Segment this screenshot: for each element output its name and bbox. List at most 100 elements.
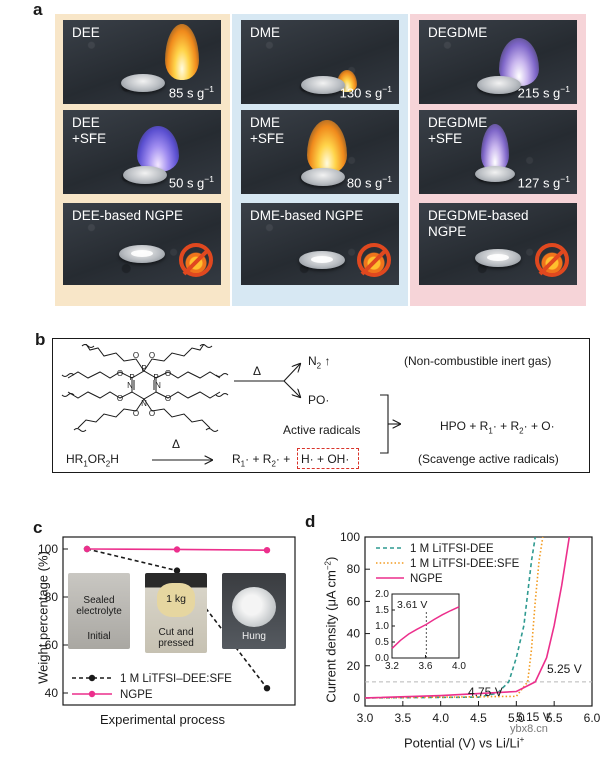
atom-o: O [133, 409, 139, 418]
photo-label: DME-based NGPE [250, 208, 364, 223]
annotation-5-25v: 5.25 V [547, 662, 582, 676]
photo-text: Sealed electrolyte [76, 595, 122, 617]
panel-letter-b: b [35, 330, 46, 349]
sfe-molecule-structure: O O P N N N O O P P O O O O [61, 344, 229, 432]
photo-sealed-electrolyte: Sealed electrolyte Initial [68, 573, 130, 649]
x-tick-label: 4.5 [470, 711, 487, 725]
series-line-0 [364, 536, 537, 699]
y-tick-label: 40 [45, 686, 59, 700]
photo-dme-ngpe: DME-based NGPE [241, 203, 399, 285]
atom-o: O [117, 369, 123, 378]
atom-o: O [165, 394, 171, 403]
photo-dme: DME 130 s g−1 [241, 20, 399, 104]
annotation-5-15v: 5.15 V [516, 710, 551, 724]
x-tick-label: 4.0 [432, 711, 449, 725]
atom-o: O [117, 394, 123, 403]
photo-label: DEE [72, 25, 100, 40]
delta-symbol-top: Δ [253, 364, 262, 378]
inset-y-tick-label: 0.0 [375, 653, 389, 664]
burn-time: 50 s g−1 [168, 173, 214, 190]
inset-x-tick-label: 3.6 [419, 661, 433, 672]
legend-label: NGPE [410, 573, 443, 585]
watermark: ybx8.cn [510, 723, 548, 735]
panel-letter-c: c [33, 518, 43, 537]
atom-o: O [165, 369, 171, 378]
panel-letter-d: d [305, 512, 316, 531]
panel-letter-a: a [33, 0, 43, 19]
legend-label: 1 M LiTFSI-DEE [410, 543, 494, 555]
data-point [263, 547, 271, 554]
inset-frame [391, 593, 460, 659]
photo-caption: Initial [87, 631, 111, 642]
inset-annotation-3-61v: 3.61 V [397, 599, 427, 611]
photo-degdme: DEGDME 215 s g−1 [419, 20, 577, 104]
photo-label: DME [250, 25, 280, 40]
reaction-scheme-box [52, 338, 590, 473]
y-tick-label: 80 [45, 590, 59, 604]
photo-label: DEGDME +SFE [428, 115, 488, 146]
inset-y-tick-label: 1.5 [375, 605, 389, 616]
y-tick-label: 100 [340, 530, 360, 544]
atom-p: P [141, 364, 146, 373]
atom-n: N [155, 381, 161, 390]
photo-degdme-ngpe: DEGDME-based NGPE [419, 203, 577, 285]
panel-d-xlabel: Potential (V) vs Li/Li+ [404, 735, 525, 751]
atom-n: N [141, 399, 147, 408]
atom-p: P [153, 373, 158, 382]
legend-label: NGPE [120, 689, 153, 701]
burn-time: 85 s g−1 [168, 83, 214, 100]
inset-y-tick-label: 1.0 [375, 621, 389, 632]
data-point [263, 685, 271, 692]
photo-label: DEE-based NGPE [72, 208, 184, 223]
plot-frame [62, 536, 296, 706]
photo-label: DEE +SFE [72, 115, 107, 146]
legend-label: 1 M LiTFSI-DEE:SFE [410, 558, 520, 570]
hpo-products: HPO + R1· + R2· + O· [440, 419, 555, 436]
y-tick-label: 100 [38, 542, 58, 556]
data-point [83, 545, 91, 553]
x-tick-label: 5.5 [546, 711, 563, 725]
no-fire-icon [179, 243, 213, 277]
reactant-hr1or2h: HR1OR2H [66, 452, 119, 469]
delta-symbol-bottom: Δ [172, 437, 181, 451]
y-tick-label: 20 [347, 659, 361, 673]
x-tick-label: 5.0 [508, 711, 525, 725]
n2-product: N2 ↑ [308, 354, 331, 371]
y-tick-label: 40 [347, 627, 361, 641]
highlighted-radicals-box [297, 448, 359, 469]
atom-o: O [133, 351, 139, 360]
burn-time: 130 s g−1 [339, 83, 392, 100]
photo-dee: DEE 85 s g−1 [63, 20, 221, 104]
atom-o: O [149, 409, 155, 418]
legend-label: 1 M LiTFSI–DEE:SFE [120, 673, 232, 685]
x-tick-label: 6.0 [584, 711, 601, 725]
series-line-2 [364, 536, 571, 699]
inert-gas-note: (Non-combustible inert gas) [404, 354, 552, 368]
y-tick-label: 80 [347, 562, 361, 576]
no-fire-icon [535, 243, 569, 277]
po-radical: PO· [308, 393, 330, 407]
x-tick-label: 3.5 [394, 711, 411, 725]
y-tick-label: 60 [347, 594, 361, 608]
inset-y-tick-label: 2.0 [375, 589, 389, 600]
data-point [173, 546, 181, 553]
atom-n: N [127, 381, 133, 390]
photo-caption: Cut and pressed [158, 627, 194, 649]
panel-c-xlabel: Experimental process [100, 712, 225, 727]
burn-time: 215 s g−1 [517, 83, 570, 100]
photo-degdme-sfe: DEGDME +SFE 127 s g−1 [419, 110, 577, 194]
photo-label: DEGDME-based NGPE [428, 208, 529, 239]
atom-p: P [129, 373, 134, 382]
no-fire-icon [357, 243, 391, 277]
photo-dme-sfe: DME +SFE 80 s g−1 [241, 110, 399, 194]
inset-x-tick-label: 4.0 [452, 661, 466, 672]
inset-y-tick-label: 0.5 [375, 637, 389, 648]
photo-hung: Hung [222, 573, 286, 649]
legend-marker [88, 690, 96, 698]
legend-marker [88, 674, 96, 682]
photo-caption: Hung [242, 631, 266, 642]
atom-o: O [149, 351, 155, 360]
burn-time: 127 s g−1 [517, 173, 570, 190]
